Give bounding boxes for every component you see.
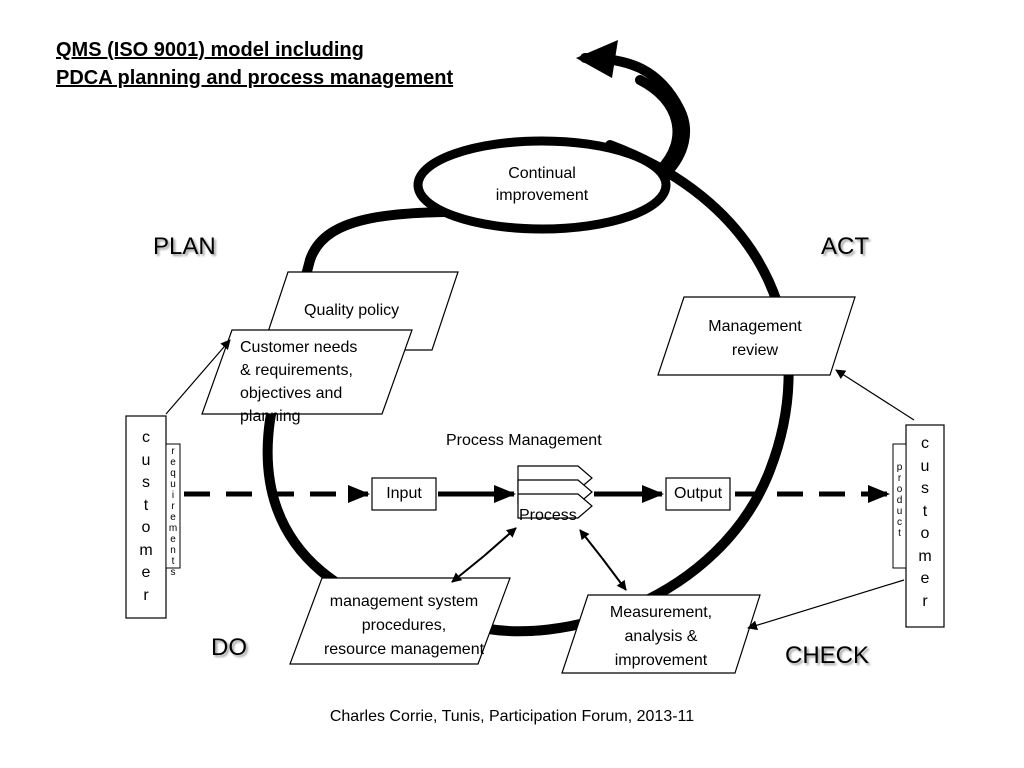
management-system-label: management system procedures, resource m… bbox=[296, 590, 512, 662]
product-letter: d bbox=[896, 495, 903, 506]
left-customer-letter: u bbox=[141, 451, 151, 469]
right-customer-letter: t bbox=[922, 502, 928, 520]
customer-needs-line-4: planning bbox=[240, 408, 301, 425]
requirements-letter: e bbox=[170, 512, 176, 523]
left-requirements-label: r e q u i r e m e n t s bbox=[166, 446, 180, 578]
product-letter: o bbox=[896, 484, 903, 495]
requirements-letter: m bbox=[168, 523, 178, 534]
left-customer-letter: m bbox=[139, 541, 153, 559]
customer-to-review-arrow bbox=[835, 369, 915, 421]
right-product-label: p r o d u c t bbox=[893, 462, 906, 539]
customer-needs-box bbox=[201, 329, 413, 415]
requirements-letter: n bbox=[170, 545, 176, 556]
input-box bbox=[371, 477, 437, 511]
right-product-column bbox=[892, 443, 907, 569]
left-customer-letter: s bbox=[142, 474, 150, 491]
product-letter: c bbox=[897, 517, 902, 528]
management-system-line-2: procedures, bbox=[361, 617, 447, 634]
measurement-box bbox=[561, 594, 761, 674]
customer-to-needs-arrow bbox=[165, 339, 231, 415]
requirements-letter: s bbox=[170, 567, 176, 578]
phase-do: DO bbox=[211, 634, 247, 661]
product-letter: r bbox=[897, 473, 902, 484]
product-letter: u bbox=[896, 506, 903, 517]
right-customer-letter: o bbox=[920, 525, 930, 542]
loop-tail bbox=[635, 75, 683, 175]
continual-improvement-ellipse bbox=[413, 136, 671, 234]
measurement-label: Measurement, analysis & improvement bbox=[578, 601, 744, 673]
diagram-title: QMS (ISO 9001) model including PDCA plan… bbox=[56, 36, 453, 92]
customer-needs-label: Customer needs & requirements, objective… bbox=[240, 336, 357, 428]
right-customer-letter: e bbox=[920, 570, 930, 587]
process-chevron-3 bbox=[517, 493, 593, 519]
process-measurement-link-b bbox=[601, 557, 627, 591]
left-requirements-column bbox=[165, 443, 181, 569]
management-review-label: Management review bbox=[680, 315, 830, 363]
process-measurement-link-a bbox=[579, 529, 603, 559]
process-system-link-a bbox=[483, 527, 517, 557]
customer-needs-line-3: objectives and bbox=[240, 385, 343, 402]
phase-check: CHECK bbox=[785, 642, 870, 669]
phase-plan: PLAN bbox=[153, 233, 216, 260]
requirements-letter: e bbox=[170, 457, 176, 468]
requirements-letter: u bbox=[170, 479, 176, 490]
right-customer-label: c u s t o m e r bbox=[906, 433, 944, 613]
improvement-arrowhead bbox=[576, 40, 618, 78]
continual-improvement-line-2: improvement bbox=[495, 187, 589, 204]
output-label: Output bbox=[674, 485, 723, 502]
requirements-letter: q bbox=[170, 468, 176, 479]
right-customer-letter: m bbox=[918, 547, 932, 565]
requirements-letter: t bbox=[171, 556, 175, 567]
customer-needs-line-1: Customer needs bbox=[240, 339, 358, 356]
input-label: Input bbox=[386, 485, 422, 502]
measurement-line-2: analysis & bbox=[624, 628, 698, 645]
requirements-letter: e bbox=[170, 534, 176, 545]
phase-act: ACT bbox=[821, 233, 869, 260]
product-letter: t bbox=[898, 528, 901, 539]
requirements-letter: i bbox=[171, 490, 175, 501]
right-customer-letter: c bbox=[921, 435, 929, 452]
left-customer-letter: o bbox=[141, 519, 151, 536]
footer-credit: Charles Corrie, Tunis, Participation For… bbox=[329, 708, 695, 725]
management-system-box bbox=[289, 577, 511, 665]
customer-needs-line-2: & requirements, bbox=[240, 362, 353, 379]
left-customer-letter: c bbox=[142, 429, 150, 446]
left-customer-label: c u s t o m e r bbox=[126, 427, 166, 607]
management-review-line-2: review bbox=[731, 342, 779, 359]
product-letter: p bbox=[896, 462, 903, 473]
management-review-line-1: Management bbox=[708, 318, 802, 335]
left-customer-letter: e bbox=[141, 564, 151, 581]
title-line-1: QMS (ISO 9001) model including bbox=[56, 39, 364, 61]
continual-improvement-line-1: Continual bbox=[508, 165, 576, 182]
management-review-box bbox=[657, 296, 856, 376]
customer-to-measurement-arrow bbox=[747, 579, 905, 631]
quality-policy-label: Quality policy bbox=[304, 302, 400, 319]
output-box bbox=[665, 477, 731, 511]
left-customer-letter: t bbox=[143, 496, 149, 514]
management-system-line-1: management system bbox=[329, 593, 479, 610]
measurement-line-3: improvement bbox=[614, 652, 708, 669]
process-management-label: Process Management bbox=[446, 432, 602, 449]
requirements-letter: r bbox=[171, 501, 175, 512]
requirements-letter: r bbox=[171, 446, 175, 457]
left-customer-letter: r bbox=[143, 586, 149, 604]
right-customer-letter: u bbox=[920, 457, 930, 475]
management-system-line-3: resource management bbox=[323, 641, 485, 658]
measurement-line-1: Measurement, bbox=[609, 604, 713, 621]
continual-improvement-label: Continual improvement bbox=[462, 163, 622, 207]
process-system-link-b bbox=[451, 555, 485, 583]
right-customer-letter: s bbox=[921, 480, 929, 497]
process-label: Process bbox=[519, 507, 577, 524]
title-line-2: PDCA planning and process management bbox=[56, 67, 454, 89]
right-customer-column bbox=[905, 424, 945, 628]
right-customer-letter: r bbox=[922, 592, 928, 610]
